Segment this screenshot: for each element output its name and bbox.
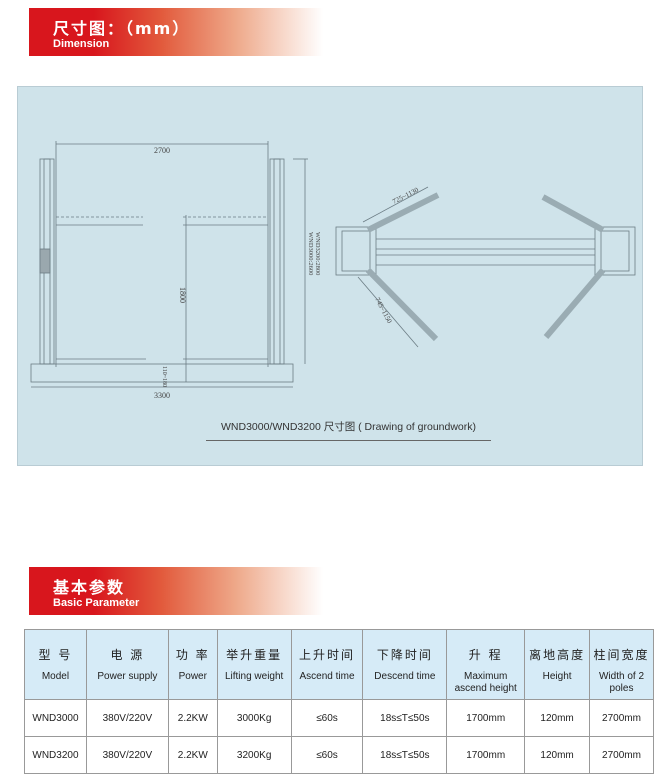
parameter-title-cn: 基本参数 (53, 578, 126, 597)
parameter-banner: 基本参数 Basic Parameter (29, 567, 323, 615)
dimension-title-cn: 尺寸图：（mm） (53, 19, 191, 38)
column-header: 离地高度 Height (524, 629, 591, 700)
table-cell: 2700mm (589, 699, 654, 737)
column-header: 型 号 Model (24, 629, 87, 700)
dimension-banner: 尺寸图：（mm） Dimension (29, 8, 323, 56)
column-header-cn: 电 源 (110, 648, 145, 662)
column-header-en: Power supply (97, 671, 158, 682)
table-cell: 380V/220V (85, 736, 169, 774)
column-header: 功 率 Power (167, 629, 218, 700)
table-cell: 1700mm (446, 736, 526, 774)
column-header-cn: 离地高度 (529, 648, 586, 662)
column-header-en: Height (542, 671, 572, 682)
table-cell: 2700mm (589, 736, 654, 774)
parameter-title-en: Basic Parameter (53, 597, 140, 609)
parameter-table: 型 号 Model 电 源 Power supply 功 率 Power 举升重量 Lifti… (24, 629, 654, 774)
table-cell: 120mm (524, 699, 591, 737)
table-cell: WND3000 (24, 699, 87, 737)
column-header-en: Maximum ascend height (454, 671, 517, 694)
table-cell: 2.2KW (167, 736, 218, 774)
column-header-en: Power (178, 671, 207, 682)
dim-3300: 3300 (154, 391, 170, 400)
table-cell: 3200Kg (216, 736, 292, 774)
groundwork-drawing: 2700 3300 1800 110~180 WND3000:2600 WND3… (17, 86, 643, 466)
dim-long-arm: 745~1150 (373, 296, 393, 325)
column-header-cn: 下降时间 (376, 648, 433, 662)
table-cell: 18s≤T≤50s (362, 736, 448, 774)
dim-pole-height-a: WND3000:2600 (307, 232, 314, 275)
column-header: 电 源 Power supply (85, 629, 169, 700)
dim-110-180: 110~180 (161, 366, 167, 387)
table-cell: 18s≤T≤50s (362, 699, 448, 737)
column-header-en: Ascend time (299, 671, 355, 682)
column-header-en: Width of 2 poles (598, 671, 645, 694)
dim-1800: 1800 (178, 287, 187, 303)
table-cell: 120mm (524, 736, 591, 774)
column-header: 升 程 Maximum ascend height (446, 629, 526, 700)
column-header-cn: 功 率 (175, 648, 210, 662)
column-header-en: Model (41, 671, 70, 682)
top-view: 725~1130 745~1150 (335, 186, 636, 348)
dim-pole-height-b: WND3200:2800 (314, 232, 321, 275)
column-header: 举升重量 Lifting weight (216, 629, 292, 700)
table-header-row: 型 号 Model 电 源 Power supply 功 率 Power 举升重量 Lifti… (24, 629, 654, 700)
column-header-cn: 升 程 (468, 648, 503, 662)
column-header-cn: 柱间宽度 (593, 648, 650, 662)
table-cell: WND3200 (24, 736, 87, 774)
table-cell: 1700mm (446, 699, 526, 737)
column-header: 柱间宽度 Width of 2 poles (589, 629, 654, 700)
drawing-caption: WND3000/WND3200 尺寸图 ( Drawing of groundw… (206, 419, 491, 441)
dim-2700: 2700 (154, 146, 170, 155)
table-cell: ≤60s (290, 699, 364, 737)
table-cell: 2.2KW (167, 699, 218, 737)
table-cell: 380V/220V (85, 699, 169, 737)
column-header-cn: 举升重量 (226, 648, 283, 662)
column-header: 下降时间 Descend time (362, 629, 448, 700)
column-header-cn: 型 号 (38, 648, 73, 662)
column-header-cn: 上升时间 (298, 648, 355, 662)
table-cell: ≤60s (290, 736, 364, 774)
column-header-en: Descend time (374, 671, 436, 682)
column-header: 上升时间 Ascend time (290, 629, 364, 700)
dimension-title-en: Dimension (53, 38, 110, 50)
column-header-en: Lifting weight (224, 671, 284, 682)
table-cell: 3000Kg (216, 699, 292, 737)
front-view: 2700 3300 1800 110~180 WND3000:2600 WND3… (30, 141, 321, 400)
